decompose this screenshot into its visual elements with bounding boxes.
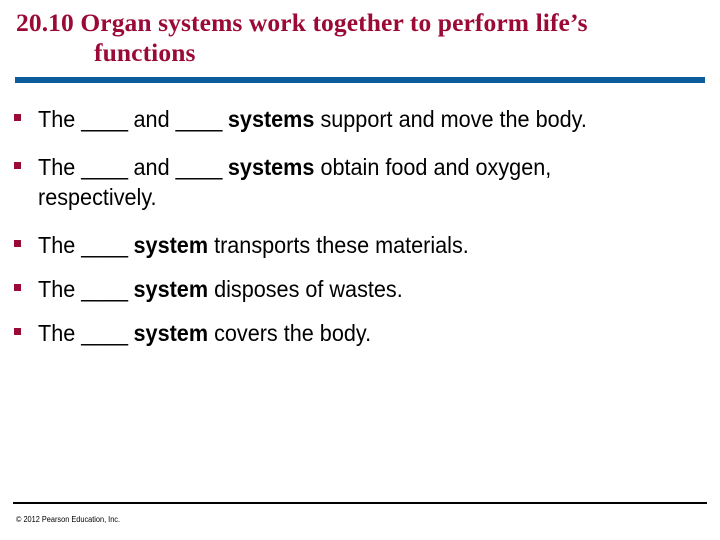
- list-item: The ____ system disposes of wastes.: [14, 274, 704, 304]
- list-item: The ____ system covers the body.: [14, 318, 704, 348]
- list-item-text: The ____ system disposes of wastes.: [38, 276, 403, 302]
- square-bullet-icon: [14, 274, 38, 291]
- title-accent-rule: [15, 77, 705, 83]
- list-item-text: The ____ and ____ systems support and mo…: [38, 106, 587, 132]
- list-item: The ____ and ____ systems support and mo…: [14, 104, 704, 134]
- title-block: 20.10 Organ systems work together to per…: [16, 8, 688, 68]
- list-item: The ____ system transports these materia…: [14, 230, 704, 260]
- square-bullet-icon: [14, 104, 38, 121]
- footer-divider: [13, 502, 707, 504]
- bullet-list: The ____ and ____ systems support and mo…: [14, 104, 704, 362]
- list-item-text: The ____ system covers the body.: [38, 320, 372, 346]
- list-item-text: The ____ system transports these materia…: [38, 232, 469, 258]
- list-item-text: The ____ and ____ systems obtain food an…: [38, 154, 558, 210]
- copyright-notice: © 2012 Pearson Education, Inc.: [16, 515, 121, 524]
- square-bullet-icon: [14, 230, 38, 247]
- square-bullet-icon: [14, 318, 38, 335]
- list-item: The ____ and ____ systems obtain food an…: [14, 152, 704, 212]
- page-title: 20.10 Organ systems work together to per…: [16, 8, 588, 67]
- square-bullet-icon: [14, 152, 38, 169]
